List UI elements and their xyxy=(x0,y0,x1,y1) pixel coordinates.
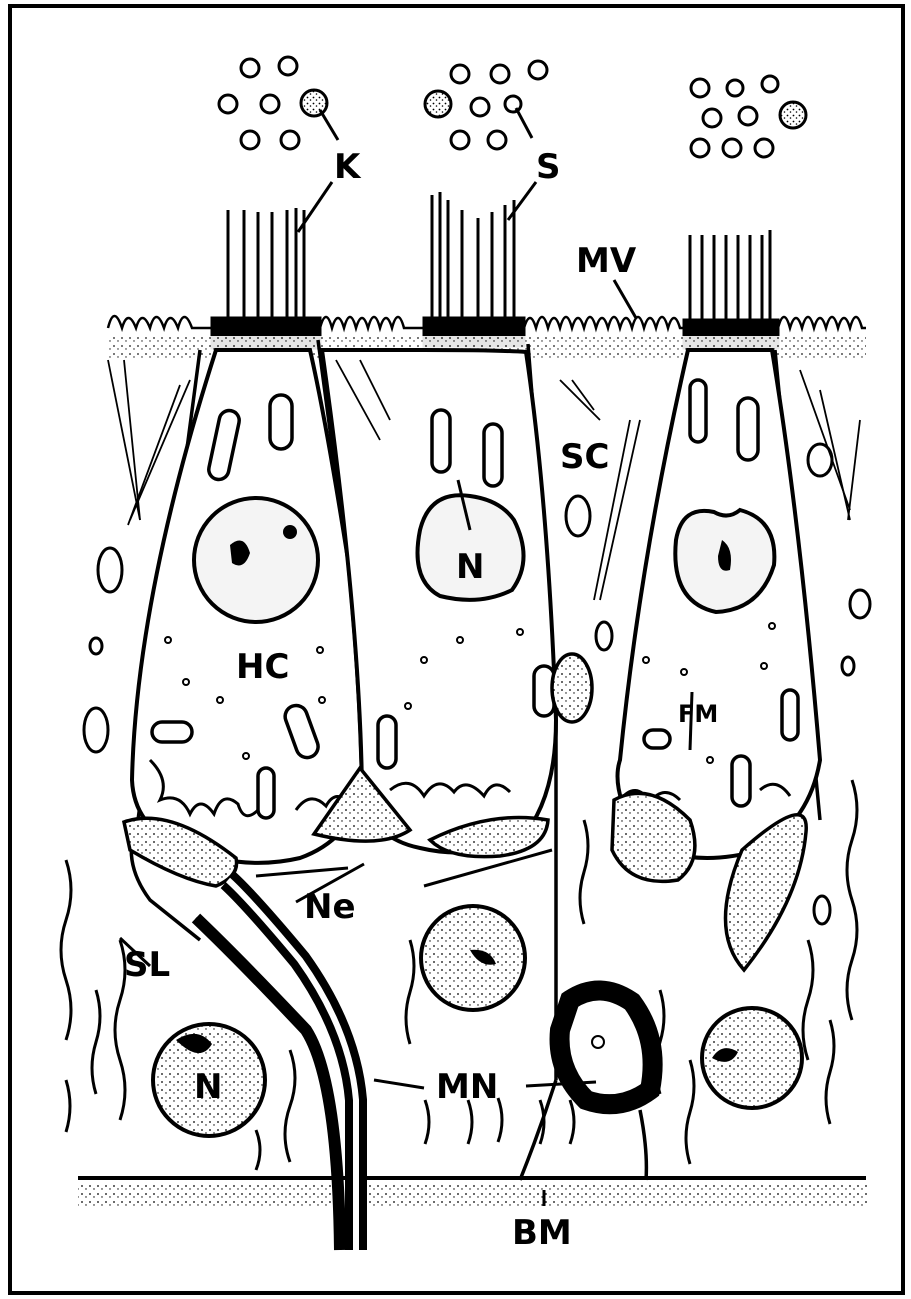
label-n-lower: N xyxy=(194,1067,222,1107)
label-sc: SC xyxy=(560,437,609,477)
label-fm: FM xyxy=(678,700,718,728)
myelinated-nerve-ring xyxy=(560,990,653,1104)
label-sl: SL xyxy=(124,945,170,985)
label-hc: HC xyxy=(236,647,289,687)
hair-bundle-middle xyxy=(424,192,524,346)
label-k: K xyxy=(334,147,362,187)
label-s: S xyxy=(536,147,561,187)
label-ne: Ne xyxy=(304,887,356,927)
basal-stipple xyxy=(78,1184,868,1206)
hair-bundle-left xyxy=(212,208,320,348)
support-nucleus-middle xyxy=(421,906,525,1010)
label-mn: MN xyxy=(436,1067,498,1107)
top-vesicles xyxy=(219,57,806,157)
label-n-upper: N xyxy=(456,547,484,587)
hair-bundle-right xyxy=(684,230,778,348)
synaptic-body-middle xyxy=(552,654,592,722)
hair-cell-nucleus-left xyxy=(194,498,318,622)
label-mv: MV xyxy=(576,241,637,281)
label-bm: BM xyxy=(512,1213,572,1253)
